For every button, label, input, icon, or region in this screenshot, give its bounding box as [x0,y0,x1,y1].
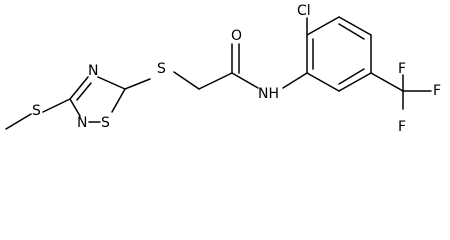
atom-f-top: F [398,61,406,77]
atom-n-ring-top: N [88,63,98,79]
bond-c3-n4 [69,76,89,100]
bond-ring-inner-2 [338,23,365,40]
bond-n-aryl [282,72,308,89]
bond-c2-c3 [306,16,340,36]
atom-f-right: F [433,83,441,99]
bond-c6-c1 [306,72,340,92]
atom-label-layer: S N N S S O NH Cl F F F [32,3,441,135]
atom-o-carbonyl: O [231,28,242,44]
atom-cl: Cl [297,3,311,19]
molecule-structure: S N N S S O NH Cl F F F [5,3,441,135]
bond-ring-inner-3 [338,68,365,85]
bond-methyl-s [5,113,32,130]
bond-ch2-carbonyl [198,72,233,90]
bond-s-c3 [42,98,71,113]
bond-c5-c6 [338,72,372,92]
bond-c5-s1 [111,88,126,113]
bond-n2-c3 [69,98,81,117]
bond-c5-cf3 [370,72,404,92]
bond-c5-s [124,78,151,90]
bond-c3-c4 [338,16,372,36]
atom-s-thioether: S [157,61,166,77]
atom-s-ring: S [101,115,110,131]
bond-carbonyl-n [231,72,259,89]
bond-layer [5,16,432,130]
bond-n4-c5 [97,76,126,90]
bond-s-ch2 [173,71,200,90]
bond-c3-n4-double [76,82,92,101]
atom-nh-amide: NH [258,86,279,102]
atom-s-methyl: S [32,103,41,119]
atom-f-bottom: F [398,119,406,135]
atom-n-ring-bottom: N [77,115,87,131]
